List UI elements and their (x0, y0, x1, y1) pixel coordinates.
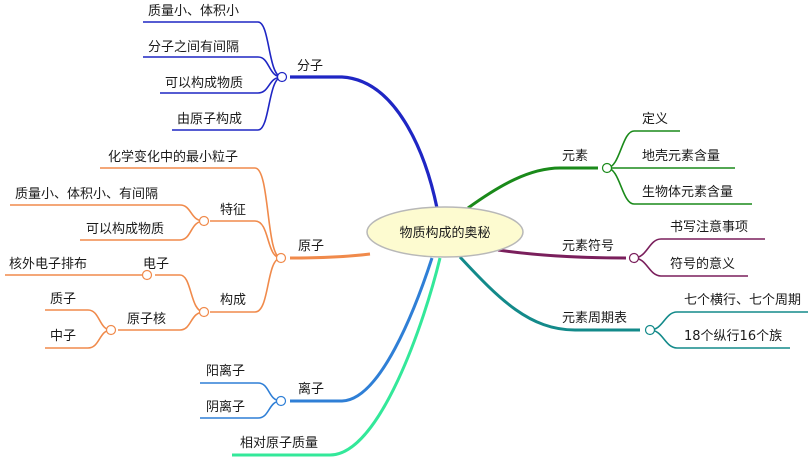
leaf-hengxing[interactable]: 七个横行、七个周期 (684, 293, 801, 308)
branch-zhouqi: 元素周期表 七个横行、七个周期 18个纵行16个族 (458, 255, 808, 349)
node-circle-zhouqi[interactable] (644, 324, 656, 336)
connector-center-zhouqi (458, 255, 640, 332)
leaf-shuxie[interactable]: 书写注意事项 (670, 219, 748, 235)
leaf-tezheng-1[interactable]: 质量小、体积小、有间隔 (15, 187, 158, 202)
leaf-tezheng-2[interactable]: 可以构成物质 (86, 222, 164, 237)
node-fuhao[interactable]: 元素符号 (562, 238, 614, 254)
branch-yuanzi: 原子 化学变化中的最小粒子 特征 质量小、体积小、有间隔 可以构成物质 构成 电… (5, 149, 371, 349)
leaf-fenzi-3[interactable]: 可以构成物质 (165, 76, 243, 91)
connector-center-fuhao (497, 248, 627, 260)
branch-yuansu: 元素 定义 地壳元素含量 生物体元素含量 (467, 112, 752, 210)
node-circle-goucheng[interactable] (198, 306, 210, 318)
node-yuanzihe[interactable]: 原子核 (127, 312, 166, 327)
connector-center-yuansu (467, 166, 598, 210)
node-circle-yuanzi[interactable] (275, 252, 287, 264)
node-yuansu[interactable]: 元素 (562, 149, 588, 164)
node-lizi[interactable]: 离子 (298, 381, 324, 397)
leaf-diqiao[interactable]: 地壳元素含量 (642, 148, 720, 164)
center-ellipse[interactable] (366, 206, 524, 258)
node-circle-yuanzihe[interactable] (105, 324, 117, 336)
node-zhouqi[interactable]: 元素周期表 (562, 311, 627, 326)
node-xiangdui[interactable]: 相对原子质量 (240, 436, 318, 451)
node-goucheng[interactable]: 构成 (220, 293, 246, 308)
node-circle-fenzi[interactable] (276, 71, 288, 83)
node-circle-dianzi[interactable] (141, 269, 153, 281)
node-yuanzi[interactable]: 原子 (298, 239, 324, 254)
node-circle-fuhao[interactable] (628, 252, 640, 264)
node-fenzi[interactable]: 分子 (297, 59, 323, 74)
branch-fenzi: 分子 质量小、体积小 分子之间有间隔 可以构成物质 由原子构成 (143, 4, 439, 209)
leaf-fenzi-4[interactable]: 由原子构成 (177, 112, 242, 127)
leaf-dianzi[interactable]: 核外电子排布 (9, 257, 87, 272)
connector-fenzi-children (143, 21, 283, 131)
leaf-dingyi[interactable]: 定义 (642, 112, 668, 127)
connector-center-yuanzi (289, 252, 371, 260)
leaf-shengwuti[interactable]: 生物体元素含量 (642, 184, 733, 200)
leaf-fenzi-2[interactable]: 分子之间有间隔 (148, 40, 239, 55)
center-title: 物质构成的奥秘 (399, 225, 490, 241)
leaf-yuanzi-min-particle[interactable]: 化学变化中的最小粒子 (108, 149, 238, 165)
leaf-yiyi[interactable]: 符号的意义 (670, 256, 735, 272)
leaf-yanglizi[interactable]: 阳离子 (206, 363, 245, 379)
node-circle-tezheng[interactable] (198, 215, 210, 227)
node-circle-yuansu[interactable] (601, 162, 613, 174)
connector-center-xiangdui (232, 257, 442, 457)
leaf-zhongzi[interactable]: 中子 (50, 329, 76, 344)
leaf-fenzi-1[interactable]: 质量小、体积小 (148, 4, 239, 19)
branch-lizi: 离子 阳离子 阴离子 (200, 257, 434, 419)
node-circle-lizi[interactable] (275, 395, 287, 407)
leaf-zhizi[interactable]: 质子 (50, 292, 76, 307)
branch-fuhao: 元素符号 书写注意事项 符号的意义 (497, 219, 765, 277)
center-node[interactable]: 物质构成的奥秘 (366, 206, 524, 258)
connector-center-lizi (290, 257, 434, 403)
node-dianzi[interactable]: 电子 (143, 257, 169, 272)
leaf-zongxing[interactable]: 18个纵行16个族 (684, 328, 782, 344)
connector-center-fenzi (290, 75, 439, 209)
node-tezheng[interactable]: 特征 (220, 203, 246, 218)
branch-xiangdui: 相对原子质量 (232, 257, 442, 457)
leaf-yinlizi[interactable]: 阴离子 (206, 399, 245, 415)
